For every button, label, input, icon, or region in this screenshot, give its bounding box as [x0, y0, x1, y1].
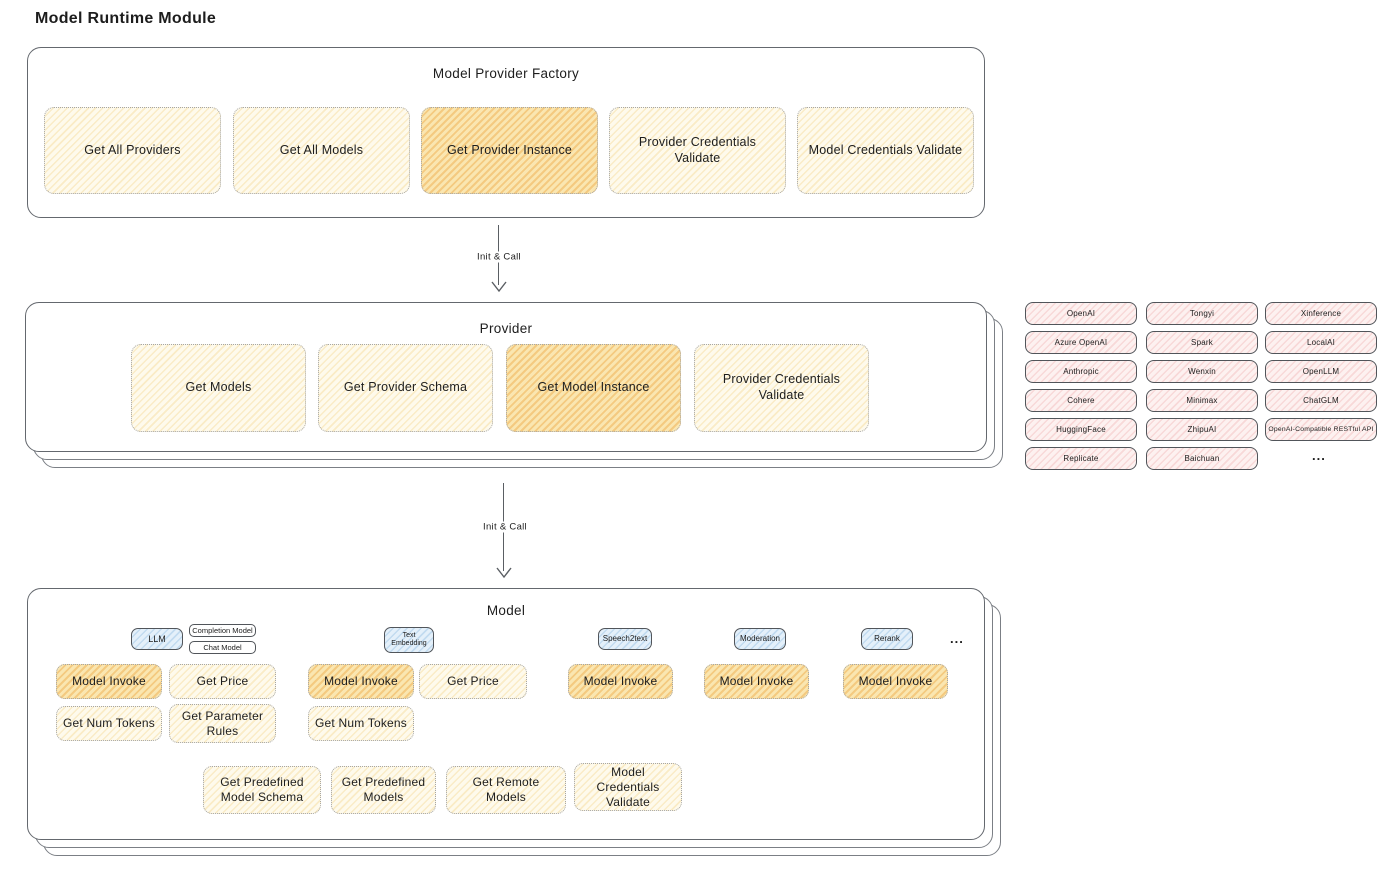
node-te-get-num-tokens: Get Num Tokens: [308, 706, 414, 741]
node-llm-get-parameter-rules: Get Parameter Rules: [169, 704, 276, 743]
node-rerank-model-invoke: Model Invoke: [843, 664, 948, 699]
provider-pill-zhipuai: ZhipuAI: [1146, 418, 1258, 441]
tag-llm: LLM: [131, 628, 183, 650]
node-provider-credentials-validate: Provider Credentials Validate: [609, 107, 786, 194]
provider-pill-localai: LocalAI: [1265, 331, 1377, 354]
node-get-predefined-model-schema: Get Predefined Model Schema: [203, 766, 321, 814]
node-model-credentials-validate: Model Credentials Validate: [797, 107, 974, 194]
tag-text-embedding: Text Embedding: [384, 627, 434, 653]
provider-pill-baichuan: Baichuan: [1146, 447, 1258, 470]
arrow-label-init-call-2: Init & Call: [479, 521, 531, 533]
provider-pill-azure-openai: Azure OpenAI: [1025, 331, 1137, 354]
provider-title: Provider: [479, 321, 533, 336]
node-llm-get-num-tokens: Get Num Tokens: [56, 706, 162, 741]
tag-chat-model: Chat Model: [189, 641, 256, 654]
provider-pill-openai: OpenAI: [1025, 302, 1137, 325]
node-model-credentials-validate-2: Model Credentials Validate: [574, 763, 682, 811]
tag-completion-model: Completion Model: [189, 624, 256, 637]
provider-pill-openllm: OpenLLM: [1265, 360, 1377, 383]
node-llm-get-price: Get Price: [169, 664, 276, 699]
provider-pill-spark: Spark: [1146, 331, 1258, 354]
provider-pill-anthropic: Anthropic: [1025, 360, 1137, 383]
provider-pill-xinference: Xinference: [1265, 302, 1377, 325]
node-te-model-invoke: Model Invoke: [308, 664, 414, 699]
model-title: Model: [486, 603, 526, 618]
provider-pill-minimax: Minimax: [1146, 389, 1258, 412]
node-llm-model-invoke: Model Invoke: [56, 664, 162, 699]
tag-speech2text: Speech2text: [598, 628, 652, 650]
factory-title: Model Provider Factory: [432, 66, 580, 81]
provider-pill-wenxin: Wenxin: [1146, 360, 1258, 383]
arrow-head-icon-2: [496, 567, 512, 579]
provider-pill-huggingface: HuggingFace: [1025, 418, 1137, 441]
factory-box: Model Provider Factory Get All Providers…: [27, 47, 985, 218]
node-provider-credentials-validate-2: Provider Credentials Validate: [694, 344, 869, 432]
provider-box: Provider Get Models Get Provider Schema …: [25, 302, 987, 452]
arrow-label-init-call-1: Init & Call: [473, 251, 525, 263]
diagram-title: Model Runtime Module: [35, 10, 217, 27]
tag-rerank: Rerank: [861, 628, 913, 650]
node-get-remote-models: Get Remote Models: [446, 766, 566, 814]
provider-pill-openai-compatible: OpenAI-Compatible RESTful API: [1265, 418, 1377, 441]
node-get-model-instance: Get Model Instance: [506, 344, 681, 432]
node-get-all-providers: Get All Providers: [44, 107, 221, 194]
tag-moderation: Moderation: [734, 628, 786, 650]
provider-pill-chatglm: ChatGLM: [1265, 389, 1377, 412]
provider-list-ellipsis: ...: [1312, 448, 1326, 463]
node-te-get-price: Get Price: [419, 664, 527, 699]
node-get-models: Get Models: [131, 344, 306, 432]
model-types-ellipsis: ...: [950, 631, 964, 646]
model-box: Model LLM Completion Model Chat Model Te…: [27, 588, 985, 840]
node-get-provider-instance: Get Provider Instance: [421, 107, 598, 194]
node-get-provider-schema: Get Provider Schema: [318, 344, 493, 432]
node-s2t-model-invoke: Model Invoke: [568, 664, 673, 699]
node-moderation-model-invoke: Model Invoke: [704, 664, 809, 699]
provider-pill-tongyi: Tongyi: [1146, 302, 1258, 325]
provider-pill-replicate: Replicate: [1025, 447, 1137, 470]
provider-pill-cohere: Cohere: [1025, 389, 1137, 412]
node-get-all-models: Get All Models: [233, 107, 410, 194]
node-get-predefined-models: Get Predefined Models: [331, 766, 436, 814]
arrow-head-icon: [491, 281, 507, 293]
